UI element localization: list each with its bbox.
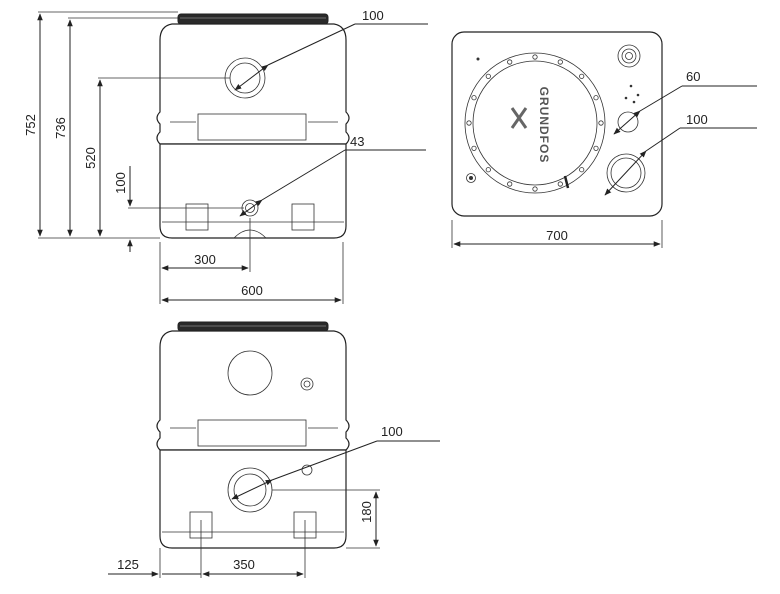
front-lower-body — [159, 143, 347, 239]
side-waist-rib — [197, 419, 307, 447]
dim-100-front: 100 — [113, 172, 128, 194]
bolt-hole — [557, 181, 563, 187]
bolt-hole — [579, 167, 585, 173]
top-flange-inner — [472, 60, 598, 186]
bolt-hole — [507, 181, 513, 187]
bolt-hole — [593, 95, 599, 101]
front-view: 100 43 752 736 520 100 300 600 — [23, 8, 428, 304]
dim-front-outlet-43: 43 — [350, 134, 364, 149]
front-lid — [177, 13, 329, 25]
brand-logo-text: GRUNDFOS — [537, 87, 551, 164]
bolt-hole — [579, 73, 585, 79]
side-small-port-upper — [300, 377, 314, 391]
bolt-hole — [532, 54, 538, 60]
top-flange-outer — [464, 52, 606, 194]
front-upper-body — [156, 23, 350, 145]
side-upper-body — [156, 330, 350, 451]
bolt-hole — [485, 73, 491, 79]
dim-520: 520 — [83, 147, 98, 169]
front-waist-rib — [197, 113, 307, 141]
top-dots — [624, 84, 640, 104]
top-view: GRUNDFOS 60 100 700 — [451, 31, 757, 248]
dim-752: 752 — [23, 114, 38, 136]
brand-logo-icon — [510, 107, 528, 129]
bolt-hole — [466, 120, 472, 126]
side-lower-body — [159, 449, 347, 549]
dim-side-inlet-100: 100 — [381, 424, 403, 439]
front-foot-right — [291, 203, 315, 231]
dim-180: 180 — [359, 501, 374, 523]
bolt-hole — [557, 59, 563, 65]
side-lid — [177, 321, 329, 332]
side-small-port-lower — [301, 464, 313, 476]
bolt-hole — [532, 186, 538, 192]
bolt-hole — [471, 95, 477, 101]
front-foot-left — [185, 203, 209, 231]
top-small-port — [466, 173, 476, 183]
dim-front-inlet-100: 100 — [362, 8, 384, 23]
bolt-hole — [485, 167, 491, 173]
dim-736: 736 — [53, 117, 68, 139]
top-bolt-holes — [466, 54, 604, 192]
side-upper-port — [227, 350, 273, 396]
bolt-hole — [593, 145, 599, 151]
dim-350: 350 — [233, 557, 255, 572]
dim-top-60: 60 — [686, 69, 700, 84]
bolt-hole — [507, 59, 513, 65]
bolt-hole — [471, 145, 477, 151]
dim-125: 125 — [117, 557, 139, 572]
bolt-hole — [598, 120, 604, 126]
dim-700: 700 — [546, 228, 568, 243]
top-vent-port — [617, 44, 641, 68]
dim-300: 300 — [194, 252, 216, 267]
dim-600: 600 — [241, 283, 263, 298]
side-view: 100 180 125 350 — [108, 321, 440, 578]
dim-top-100: 100 — [686, 112, 708, 127]
